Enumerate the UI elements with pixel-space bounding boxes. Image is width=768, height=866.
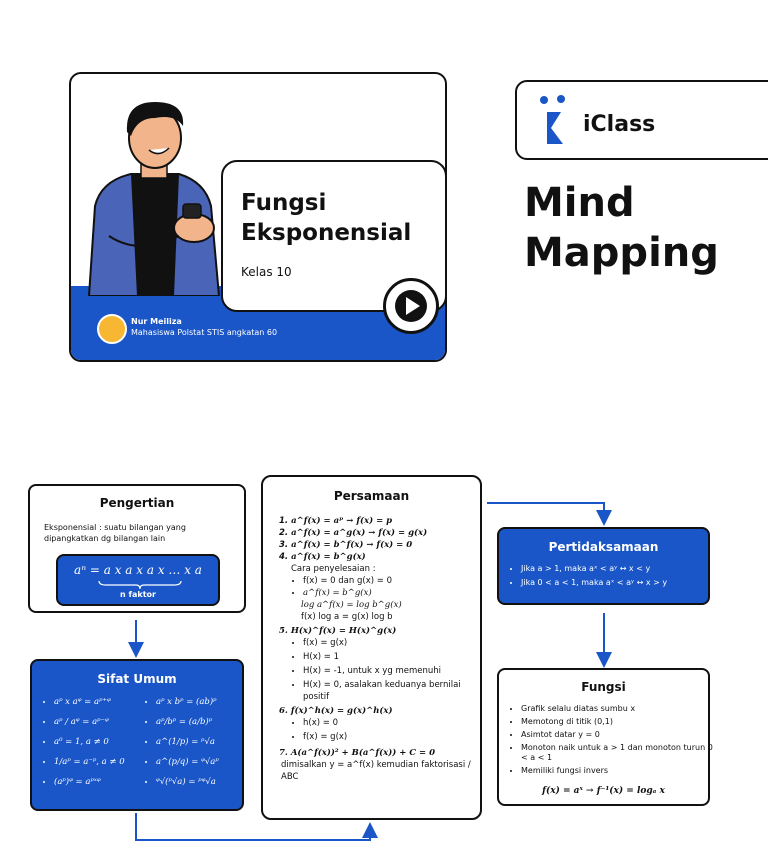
persamaan-item: 4. a^f(x) = b^g(x)	[279, 552, 366, 562]
pengertian-text: Eksponensial : suatu bilangan yang dipan…	[44, 523, 186, 543]
pertidaksamaan-item: Jika 0 < a < 1, maka aˣ < aʸ ↔ x > y	[521, 577, 723, 588]
fungsi-item: Asimtot datar y = 0	[521, 730, 721, 740]
fungsi-item: Grafik selalu diatas sumbu x	[521, 704, 721, 714]
h-item: H(x) = -1, untuk x yg memenuhi	[303, 665, 479, 677]
brace-label: n faktor	[120, 590, 156, 599]
sifat-umum-title: Sifat Umum	[97, 672, 177, 686]
course-thumbnail[interactable]: Fungsi Eksponensial Kelas 10 Nur Meiliza…	[69, 72, 447, 362]
fungsi-item: Memotong di titik (0,1)	[521, 717, 721, 727]
author-description: Mahasiswa Polstat STIS angkatan 60	[131, 328, 278, 337]
fungsi-item: Monoton naik untuk a > 1 dan monoton tur…	[521, 743, 721, 763]
persamaan-item: 1. a^f(x) = aᵖ → f(x) = p	[279, 516, 393, 526]
persamaan-box: Persamaan 1. a^f(x) = aᵖ → f(x) = p 2. a…	[261, 475, 482, 820]
log-step: log a^f(x) = log b^g(x)	[301, 600, 402, 610]
brand-name: iClass	[583, 112, 656, 137]
pertidaksamaan-item: Jika a > 1, maka aˣ < aʸ ↔ x < y	[521, 563, 723, 574]
item7-description: dimisalkan y = a^f(x) kemudian faktorisa…	[281, 760, 471, 782]
pengertian-title: Pengertian	[99, 496, 175, 510]
sifat-item: a⁰ = 1, a ≠ 0	[54, 737, 156, 748]
h-item: h(x) = 0	[303, 717, 479, 729]
fungsi-title: Fungsi	[581, 680, 626, 694]
h-item: H(x) = 0, asalakan keduanya bernilai pos…	[303, 679, 479, 703]
fungsi-box: Fungsi Grafik selalu diatas sumbu x Memo…	[497, 668, 713, 806]
sifat-item: aᵖ/bᵖ = (a/b)ᵖ	[156, 717, 260, 728]
play-icon	[395, 290, 427, 322]
persamaan-title: Persamaan	[333, 489, 410, 503]
pertidaksamaan-box: Pertidaksamaan Jika a > 1, maka aˣ < aʸ …	[497, 527, 710, 605]
persamaan-item: 7. A(a^f(x))² + B(a^f(x)) + C = 0	[279, 748, 436, 758]
mind-mapping-heading: Mind Mapping	[524, 180, 719, 276]
sifat-umum-left-list: aᵖ x aᵠ = aᵖ⁺ᵠ aᵖ / aᵠ = aᵖ⁻ᵠ a⁰ = 1, a …	[38, 697, 156, 791]
persamaan-item: 2. a^f(x) = a^g(x) → f(x) = g(x)	[279, 528, 428, 538]
sifat-item: a^(1/p) = ᵖ√a	[156, 737, 260, 748]
author-avatar	[97, 314, 127, 344]
sifat-item: (aᵖ)ᵠ = aᵖˣᵠ	[54, 777, 156, 788]
course-title: Fungsi Eksponensial	[241, 190, 412, 246]
sifat-umum-box: Sifat Umum aᵖ x aᵠ = aᵖ⁺ᵠ aᵖ / aᵠ = aᵖ⁻ᵠ…	[30, 659, 244, 811]
log-step: f(x) log a = g(x) log b	[301, 612, 393, 622]
cara-item: f(x) = 0 dan g(x) = 0	[303, 575, 479, 587]
sifat-item: aᵖ x aᵠ = aᵖ⁺ᵠ	[54, 697, 156, 708]
h-item: f(x) = g(x)	[303, 731, 479, 743]
persamaan-item: 5. H(x)^f(x) = H(x)^g(x)	[279, 626, 397, 636]
pengertian-box: Pengertian Eksponensial : suatu bilangan…	[28, 484, 246, 613]
pengertian-formula-box: aⁿ = a x a x a x … x a n faktor	[56, 554, 220, 606]
play-button[interactable]	[383, 278, 439, 334]
inverse-formula: f(x) = aˣ → f⁻¹(x) = logₐ x	[542, 786, 665, 796]
sifat-item: 1/aᵖ = a⁻ᵖ, a ≠ 0	[54, 757, 156, 768]
persamaan-item: 3. a^f(x) = b^f(x) → f(x) = 0	[279, 540, 413, 550]
sifat-item: a^(p/q) = ᵠ√aᵖ	[156, 757, 260, 768]
iclass-logo-icon	[540, 95, 565, 144]
sifat-umum-right-list: aᵖ x bᵖ = (ab)ᵖ aᵖ/bᵖ = (a/b)ᵖ a^(1/p) =…	[140, 697, 260, 791]
sifat-item: aᵖ x bᵖ = (ab)ᵖ	[156, 697, 260, 708]
presenter-illustration	[87, 102, 221, 296]
author-name: Nur Meiliza	[131, 317, 182, 326]
sifat-item: ᵠ√(ᵖ√a) = ᵖᵠ√a	[156, 777, 260, 788]
brace-icon	[98, 580, 182, 590]
h-item: H(x) = 1	[303, 651, 479, 663]
pengertian-formula: aⁿ = a x a x a x … x a	[74, 563, 202, 577]
cara-penyelesaian: Cara penyelesaian :	[291, 564, 376, 574]
pertidaksamaan-list: Jika a > 1, maka aˣ < aʸ ↔ x < y Jika 0 …	[505, 563, 723, 591]
pertidaksamaan-title: Pertidaksamaan	[548, 540, 659, 554]
grade-label: Kelas 10	[241, 265, 292, 279]
fungsi-item: Memiliki fungsi invers	[521, 766, 721, 776]
persamaan-item: 6. f(x)^h(x) = g(x)^h(x)	[279, 706, 393, 716]
cara-item: a^f(x) = b^g(x)	[303, 587, 479, 599]
fungsi-list: Grafik selalu diatas sumbu x Memotong di…	[505, 704, 721, 779]
brand-box: iClass	[515, 80, 768, 160]
h-item: f(x) = g(x)	[303, 637, 479, 649]
sifat-item: aᵖ / aᵠ = aᵖ⁻ᵠ	[54, 717, 156, 728]
